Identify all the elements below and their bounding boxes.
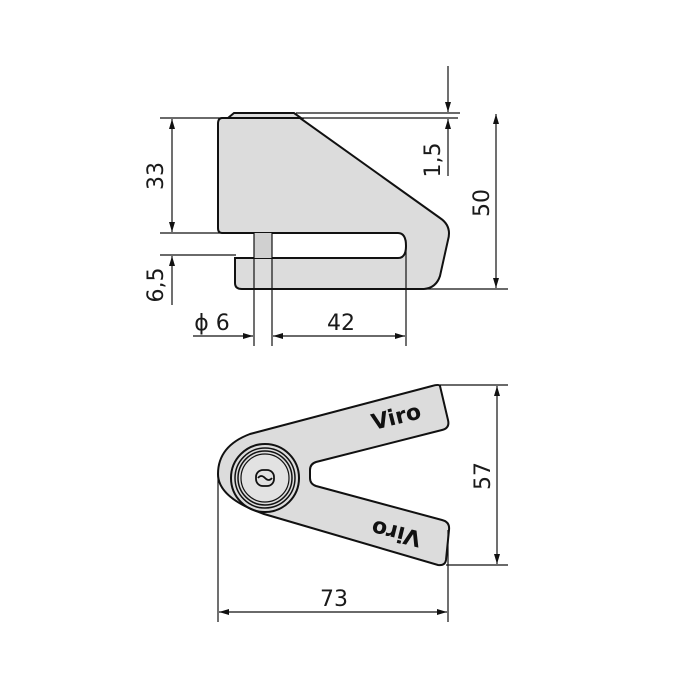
dim-slot-gap: 6,5 bbox=[144, 268, 169, 303]
dim-upper-height: 33 bbox=[144, 162, 169, 190]
dim-width: 73 bbox=[320, 587, 348, 612]
dim-total-height: 50 bbox=[470, 189, 495, 217]
dim-pin-diameter: ϕ 6 bbox=[194, 311, 230, 336]
lock-pin bbox=[254, 233, 272, 258]
lock-body-side bbox=[217, 117, 450, 290]
dim-height: 57 bbox=[471, 462, 496, 490]
top-view: Viro Viro 73 57 bbox=[216, 384, 508, 622]
side-view: 33 6,5 1,5 50 ϕ 6 42 bbox=[144, 66, 508, 346]
dim-slot-depth: 42 bbox=[327, 311, 355, 336]
lock-body-top bbox=[216, 384, 451, 567]
dim-cap-height: 1,5 bbox=[421, 143, 446, 178]
keyhole-icon bbox=[255, 469, 275, 487]
